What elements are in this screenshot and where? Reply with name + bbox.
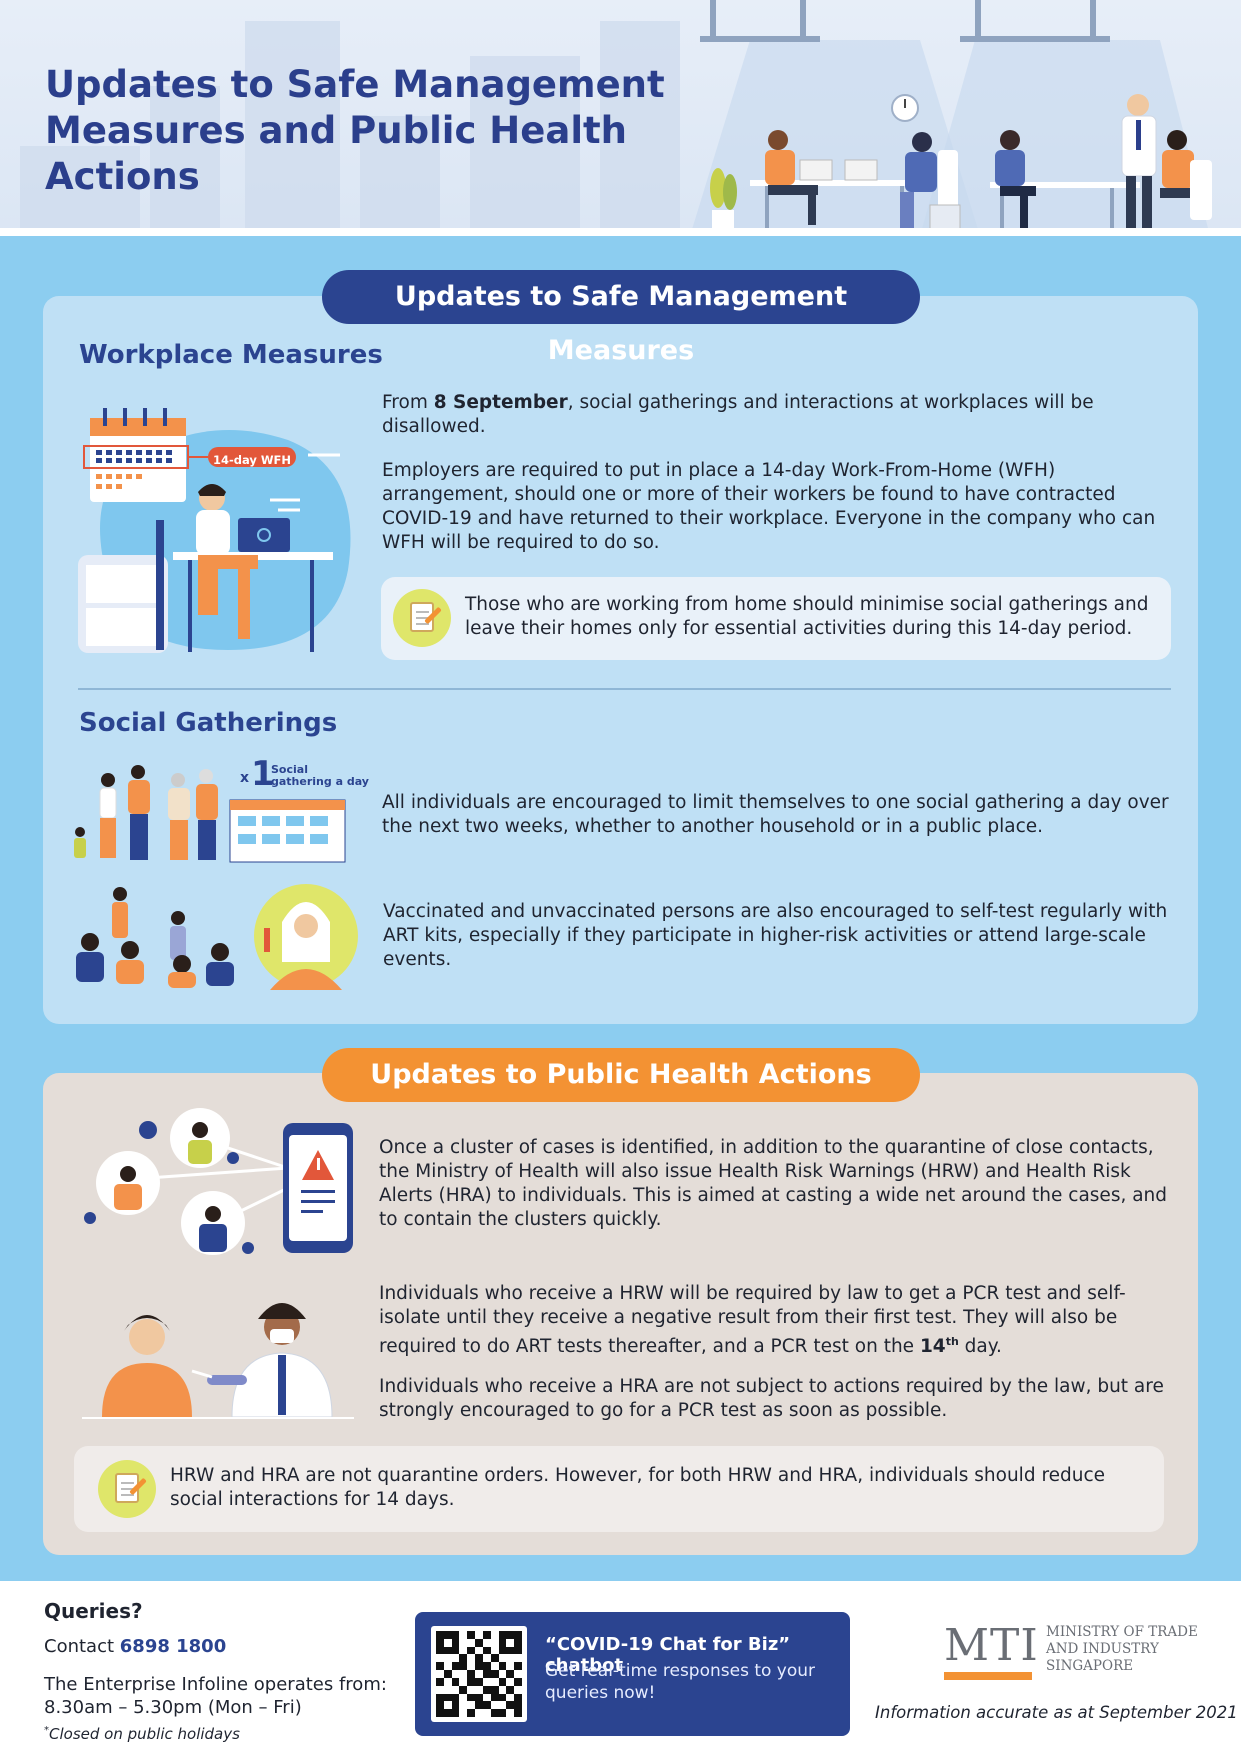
note-icon: [98, 1460, 156, 1518]
mti-logo-mark: MTI: [944, 1620, 1039, 1671]
contact-line: Contact 6898 1800: [44, 1636, 227, 1657]
smm-card: [43, 296, 1198, 1024]
pcr-test-illustration: [82, 1303, 354, 1419]
pha-section-pill: Updates to Public Health Actions: [322, 1048, 920, 1102]
social-para-1: All individuals are encouraged to limit …: [382, 792, 1169, 837]
closed-note: *Closed on public holidays: [44, 1725, 240, 1743]
skyline-building: [470, 56, 580, 236]
pha-para-1: Once a cluster of cases is identified, i…: [379, 1137, 1168, 1230]
qr-code-icon[interactable]: [431, 1626, 527, 1722]
social-gatherings-heading: Social Gatherings: [79, 708, 338, 738]
mti-logo: MTI: [944, 1622, 1044, 1680]
office-scene-illustration: [690, 0, 1212, 236]
gathering-badge-x: x: [240, 770, 250, 786]
accuracy-note: Information accurate as at September 202…: [875, 1703, 1238, 1722]
skyline-building: [20, 146, 140, 236]
header-floor-line: [0, 228, 1241, 236]
section-divider: [78, 688, 1171, 690]
skyline-building: [245, 21, 340, 236]
calendar-wfh-tag: 14-day WFH: [212, 453, 292, 467]
gathering-badge-label: Social gathering a day: [271, 763, 369, 788]
skyline-building: [360, 116, 440, 236]
workplace-para-1: From 8 September, social gatherings and …: [382, 392, 1094, 437]
gathering-badge: x 1 Social gathering a day: [240, 754, 370, 796]
pha-para-3: Individuals who receive a HRA are not su…: [379, 1376, 1164, 1421]
skyline-building: [600, 21, 680, 236]
social-gathering-illustration: [74, 765, 346, 863]
queries-heading: Queries?: [44, 1599, 143, 1623]
mti-logo-bar: [944, 1672, 1032, 1680]
contact-phone-link[interactable]: 6898 1800: [119, 1636, 227, 1657]
page-header: Updates to Safe Management Measures and …: [0, 0, 1241, 236]
pha-para-2: Individuals who receive a HRW will be re…: [379, 1283, 1126, 1358]
mti-logo-name: MINISTRY OF TRADE AND INDUSTRY SINGAPORE: [1046, 1624, 1198, 1674]
infoline-text: The Enterprise Infoline operates from:: [44, 1674, 387, 1695]
workplace-para-2: Employers are required to put in place a…: [382, 460, 1156, 553]
gathering-badge-number: 1: [251, 754, 275, 794]
hrw-hra-note-text: HRW and HRA are not quarantine orders. H…: [170, 1465, 1106, 1510]
wfh-illustration: [78, 408, 351, 653]
skyline-building: [150, 86, 220, 236]
cluster-alert-illustration: [84, 1108, 353, 1255]
smm-section-pill: Updates to Safe Management Measures: [322, 270, 920, 366]
chatbot-banner[interactable]: “COVID-19 Chat for Biz” chatbot Get real…: [415, 1612, 850, 1736]
hrw-hra-note-box: HRW and HRA are not quarantine orders. H…: [74, 1446, 1164, 1532]
social-para-2: Vaccinated and unvaccinated persons are …: [383, 901, 1168, 970]
chatbot-title: “COVID-19 Chat for Biz” chatbot: [545, 1634, 791, 1676]
wfh-note-box: Those who are working from home should m…: [381, 577, 1171, 660]
wfh-note-text: Those who are working from home should m…: [465, 594, 1149, 639]
chatbot-subtitle: Get real-time responses to your queries …: [545, 1661, 816, 1703]
infoline-hours: 8.30am – 5.30pm (Mon – Fri): [44, 1697, 302, 1718]
note-icon: [393, 589, 451, 647]
self-test-illustration: [76, 884, 358, 990]
workplace-heading: Workplace Measures: [79, 340, 383, 370]
page-title: Updates to Safe Management Measures and …: [45, 63, 665, 198]
